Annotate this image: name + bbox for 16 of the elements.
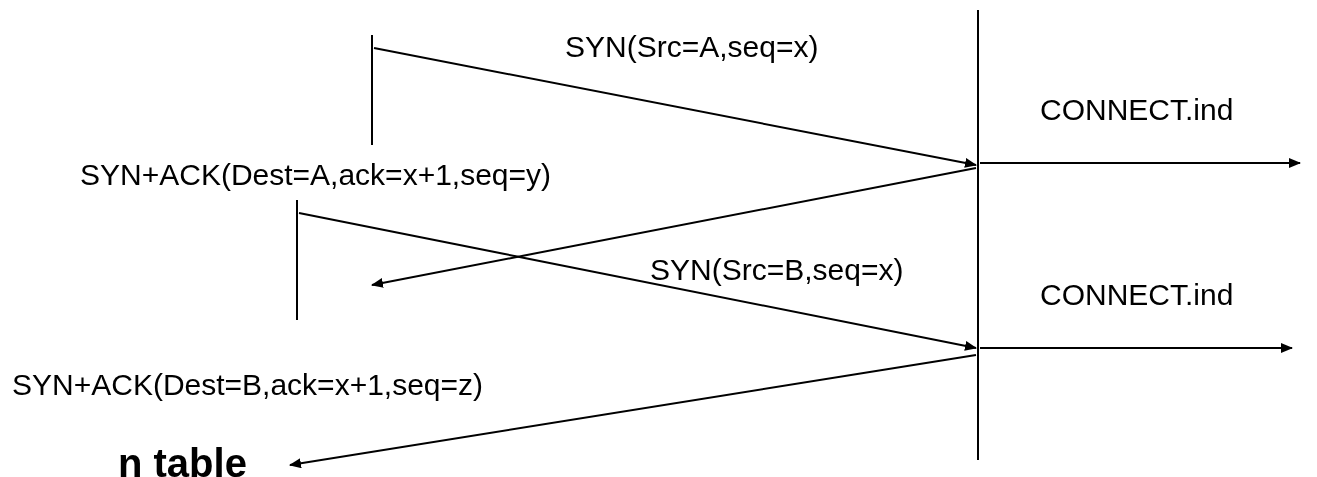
message-arrow — [373, 47, 977, 168]
primitive-label: CONNECT.ind — [1040, 280, 1234, 310]
message-arrow — [979, 158, 1301, 168]
message-label: SYN(Src=B,seq=x) — [650, 255, 904, 285]
primitive-label: CONNECT.ind — [1040, 95, 1234, 125]
lifeline — [977, 10, 979, 460]
lifeline — [296, 200, 298, 320]
message-arrow — [979, 343, 1293, 353]
message-label: SYN+ACK(Dest=A,ack=x+1,seq=y) — [80, 160, 552, 190]
message-arrow — [371, 167, 977, 288]
message-arrow — [298, 212, 977, 351]
lifeline — [371, 35, 373, 145]
heading-fragment: n table — [118, 443, 247, 477]
message-label: SYN+ACK(Dest=B,ack=x+1,seq=z) — [12, 370, 484, 400]
message-arrow — [289, 354, 977, 469]
message-label: SYN(Src=A,seq=x) — [565, 32, 819, 62]
